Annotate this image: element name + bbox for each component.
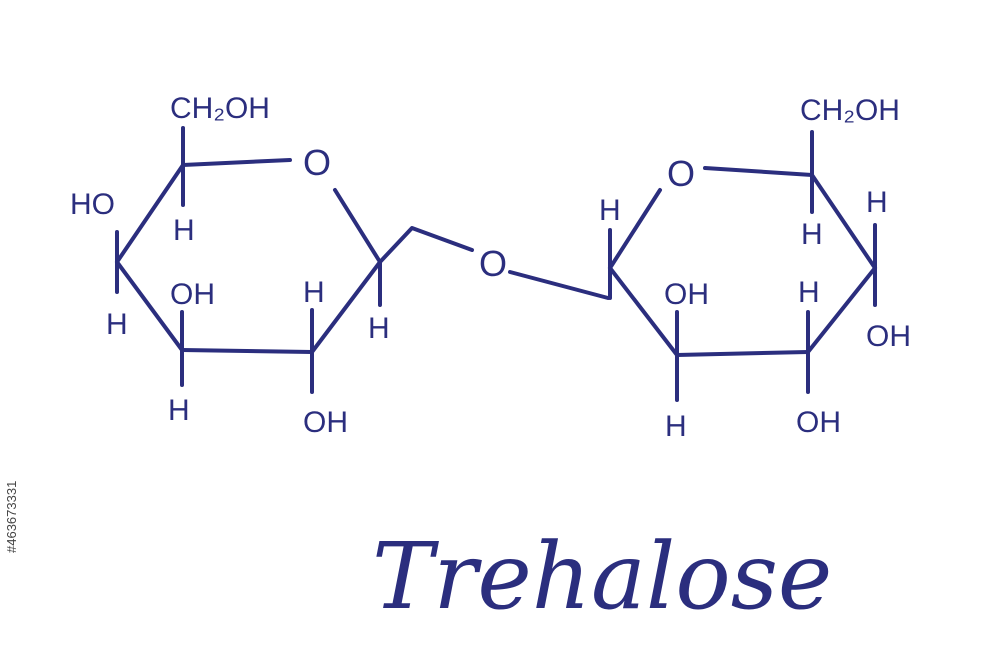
glycosidic-bridge: O xyxy=(378,226,610,300)
left-ring-bond-o-c5 xyxy=(181,158,292,167)
right-oh-c4-label: OH xyxy=(866,320,911,353)
left-ring-bond-c2-c1 xyxy=(310,260,382,354)
left-ch2oh-label: CH₂OH xyxy=(170,92,270,125)
right-h-c5-label: H xyxy=(801,218,823,251)
left-h-c2-label: H xyxy=(303,276,325,309)
right-ring-oxygen-label: O xyxy=(667,153,695,194)
right-glucose-ring: O CH₂OH H H H OH OH H H OH xyxy=(599,94,911,443)
right-h-c1-label: H xyxy=(599,194,621,227)
left-h-c3-label: H xyxy=(168,394,190,427)
right-ring-bond-c4-c3 xyxy=(806,266,877,354)
right-h-c3-label: H xyxy=(798,276,820,309)
left-ho-c4-label: HO xyxy=(70,188,115,221)
bridge-bond-left xyxy=(378,226,474,264)
right-oh-c3-label: OH xyxy=(796,406,841,439)
left-glucose-ring: O CH₂OH H HO H OH H H OH H xyxy=(70,92,390,439)
right-h-c4-label: H xyxy=(866,186,888,219)
left-h-c5-label: H xyxy=(173,214,195,247)
right-oh-c2-label: OH xyxy=(664,278,709,311)
right-ring-bond-c1-o xyxy=(608,188,662,270)
left-ring-bond-c4-c3 xyxy=(115,260,184,352)
left-h-c1-label: H xyxy=(368,312,390,345)
left-oh-c3-label: OH xyxy=(170,278,215,311)
left-h-c4-label: H xyxy=(106,308,128,341)
right-ring-bond-c5-c4 xyxy=(810,173,877,270)
stock-image-id: #463673331 xyxy=(4,480,19,554)
left-ring-oxygen-label: O xyxy=(303,142,331,183)
left-ring-bond-c1-o xyxy=(333,188,382,264)
left-ring-bond-c3-c2 xyxy=(180,348,314,354)
left-oh-c2-label: OH xyxy=(303,406,348,439)
bridge-oxygen-label: O xyxy=(479,243,507,284)
left-ring-bond-c5-c4 xyxy=(115,163,185,264)
right-ring-bond-o-c5 xyxy=(703,166,814,177)
compound-name-title: Trehalose xyxy=(372,523,832,630)
right-h-c2-label: H xyxy=(665,410,687,443)
right-ch2oh-label: CH₂OH xyxy=(800,94,900,127)
right-ring-bond-c3-c2 xyxy=(675,350,810,357)
bridge-bond-right xyxy=(508,270,610,300)
right-ring-bond-c2-c1 xyxy=(608,266,679,357)
